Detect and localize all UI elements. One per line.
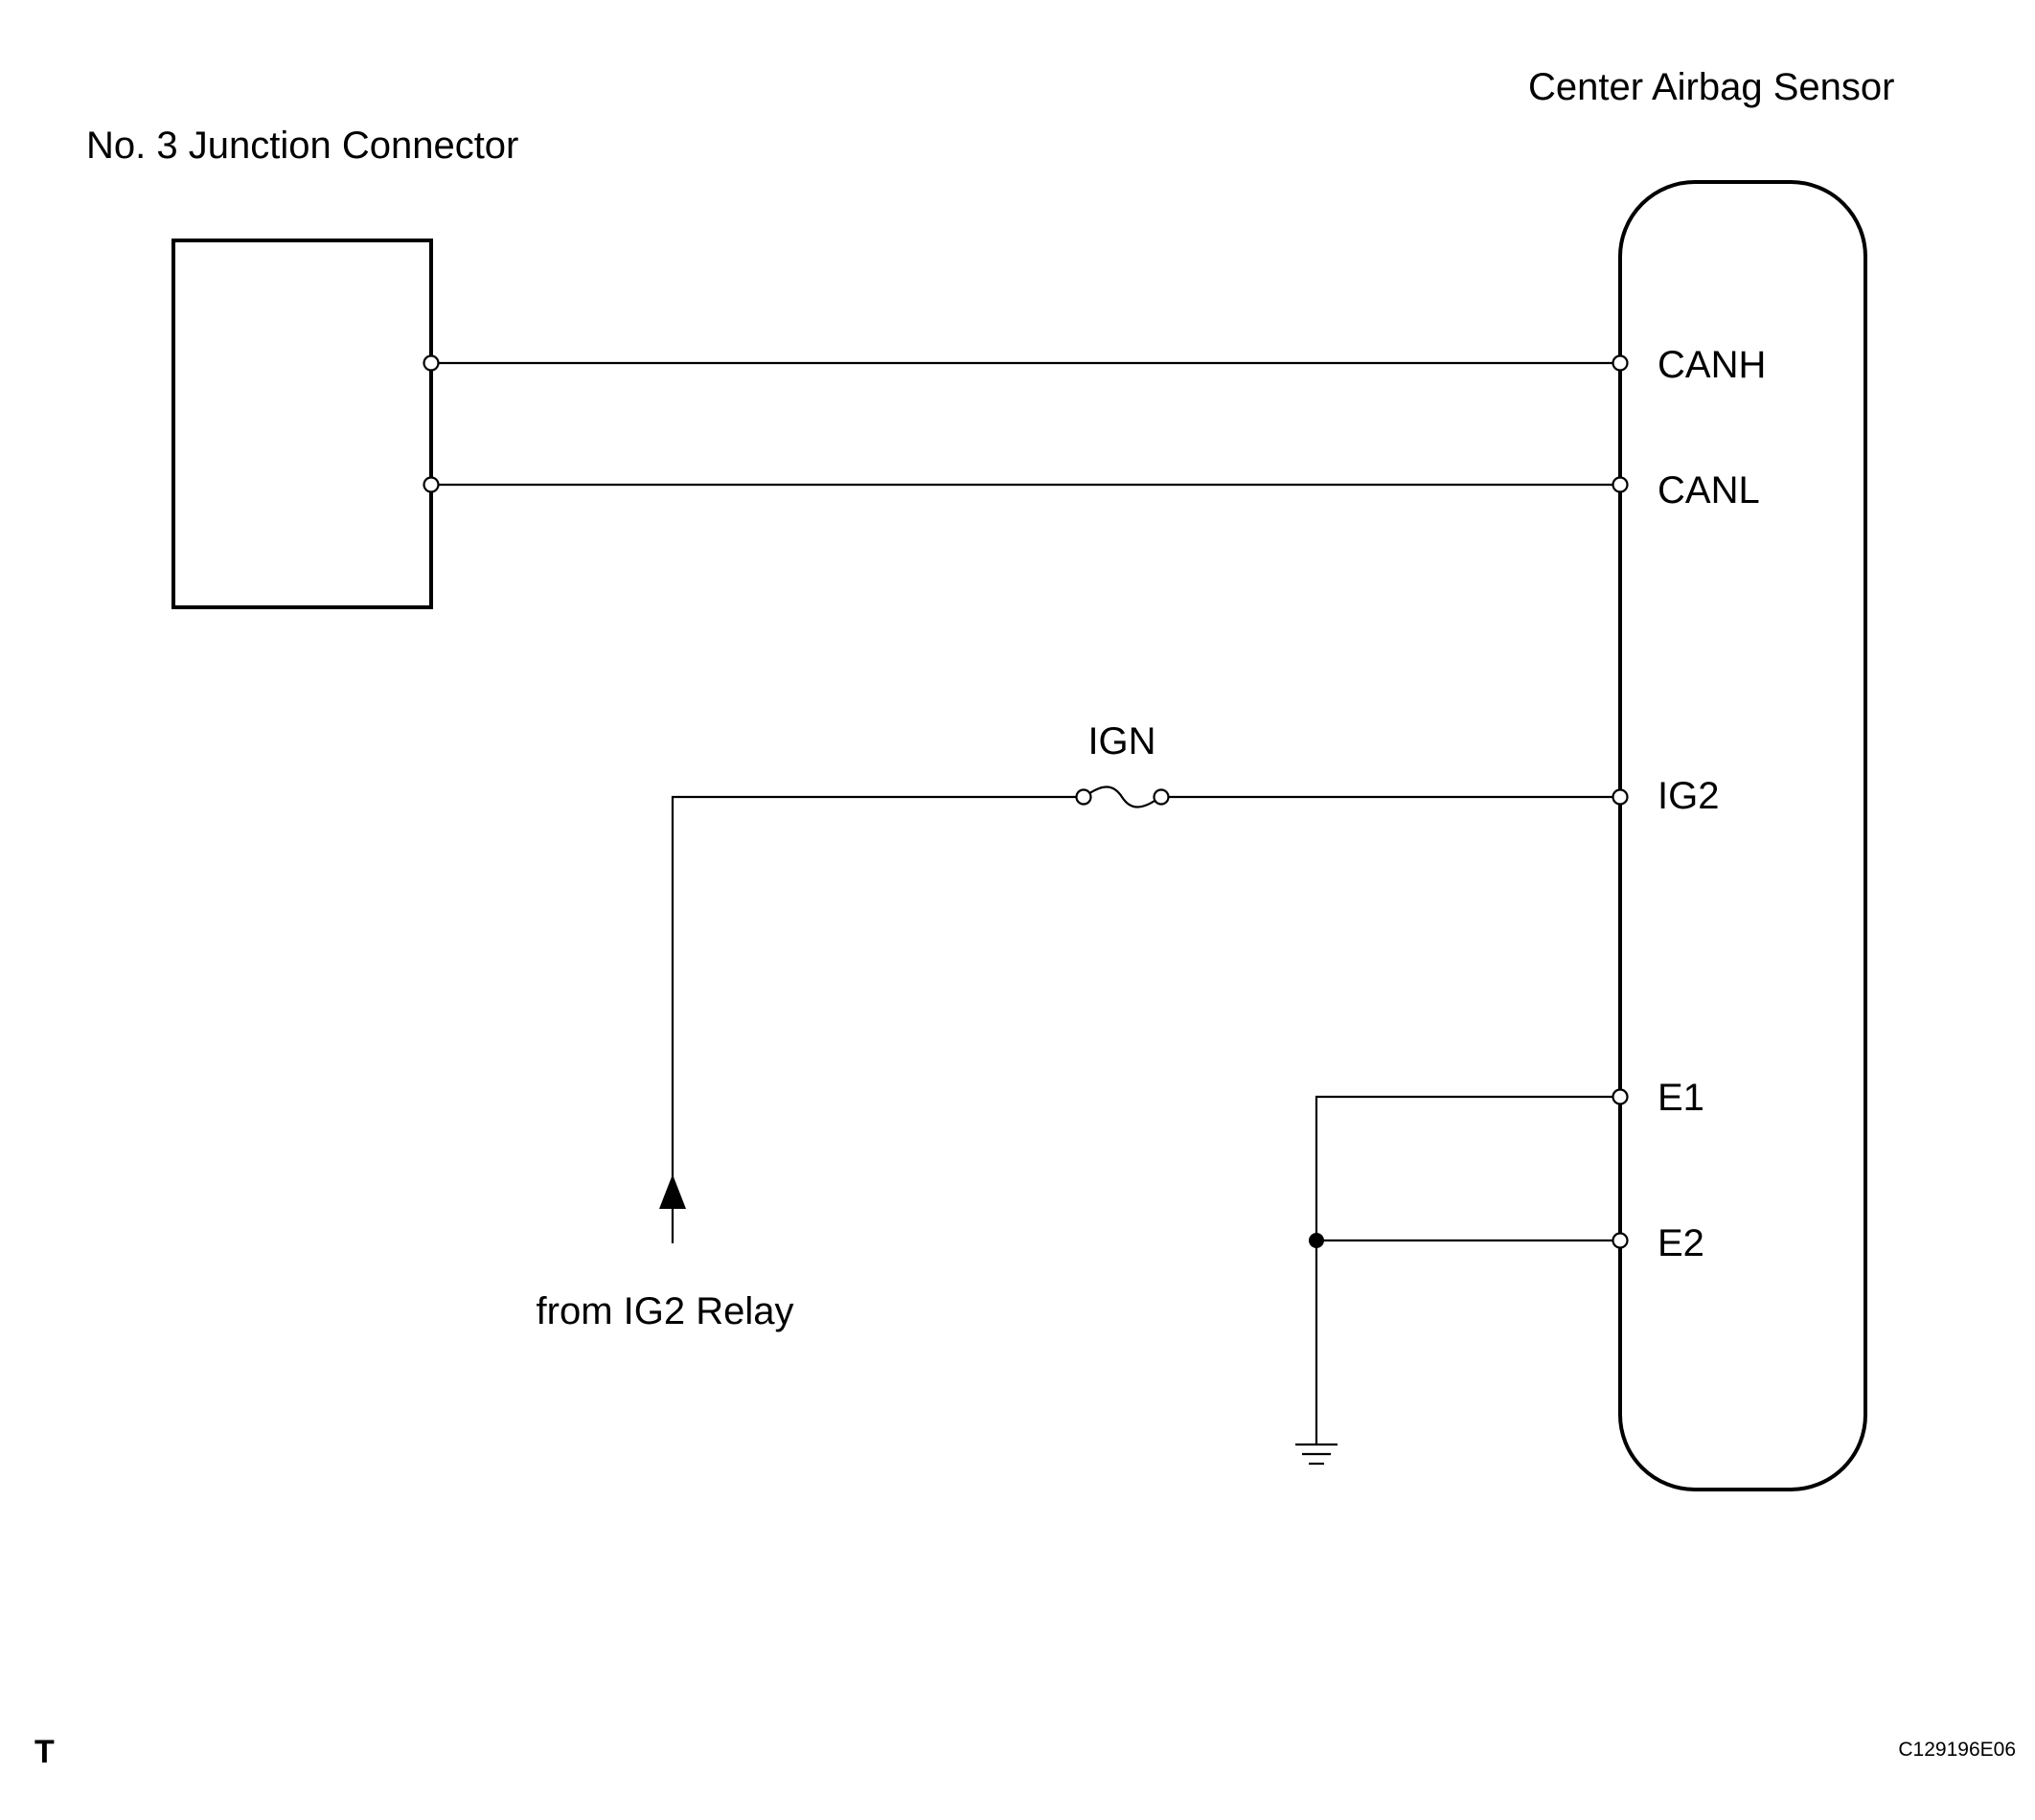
fuse-icon bbox=[1075, 785, 1170, 808]
pin-label-ig2: IG2 bbox=[1658, 775, 1719, 817]
figure-code: C129196E06 bbox=[1898, 1739, 2016, 1761]
sensor-terminal-canh bbox=[1612, 354, 1629, 372]
airbag-sensor-box bbox=[1618, 180, 1867, 1491]
junction-connector-box bbox=[171, 239, 433, 609]
pin-label-canl: CANL bbox=[1658, 469, 1760, 512]
pin-label-canh: CANH bbox=[1658, 344, 1766, 386]
airbag-sensor-label: Center Airbag Sensor bbox=[1528, 66, 1894, 108]
sensor-terminal-canl bbox=[1612, 476, 1629, 493]
footer-mark: T bbox=[34, 1734, 55, 1770]
splice-dot-icon bbox=[1309, 1233, 1324, 1248]
sensor-terminal-e2 bbox=[1612, 1232, 1629, 1249]
sensor-terminal-ig2 bbox=[1612, 788, 1629, 806]
source-label: from IG2 Relay bbox=[537, 1290, 794, 1332]
sensor-terminal-e1 bbox=[1612, 1088, 1629, 1105]
fuse-label: IGN bbox=[1087, 720, 1155, 762]
ground-icon bbox=[1295, 1443, 1338, 1466]
pin-label-e2: E2 bbox=[1658, 1222, 1704, 1264]
junction-terminal-canh bbox=[423, 354, 440, 372]
e1-wire bbox=[1315, 1095, 1620, 1445]
junction-connector-label: No. 3 Junction Connector bbox=[86, 125, 518, 167]
ig2-supply-wire bbox=[671, 795, 1084, 1243]
junction-terminal-canl bbox=[423, 476, 440, 493]
pin-label-e1: E1 bbox=[1658, 1077, 1704, 1119]
arrow-up-icon bbox=[659, 1174, 686, 1209]
